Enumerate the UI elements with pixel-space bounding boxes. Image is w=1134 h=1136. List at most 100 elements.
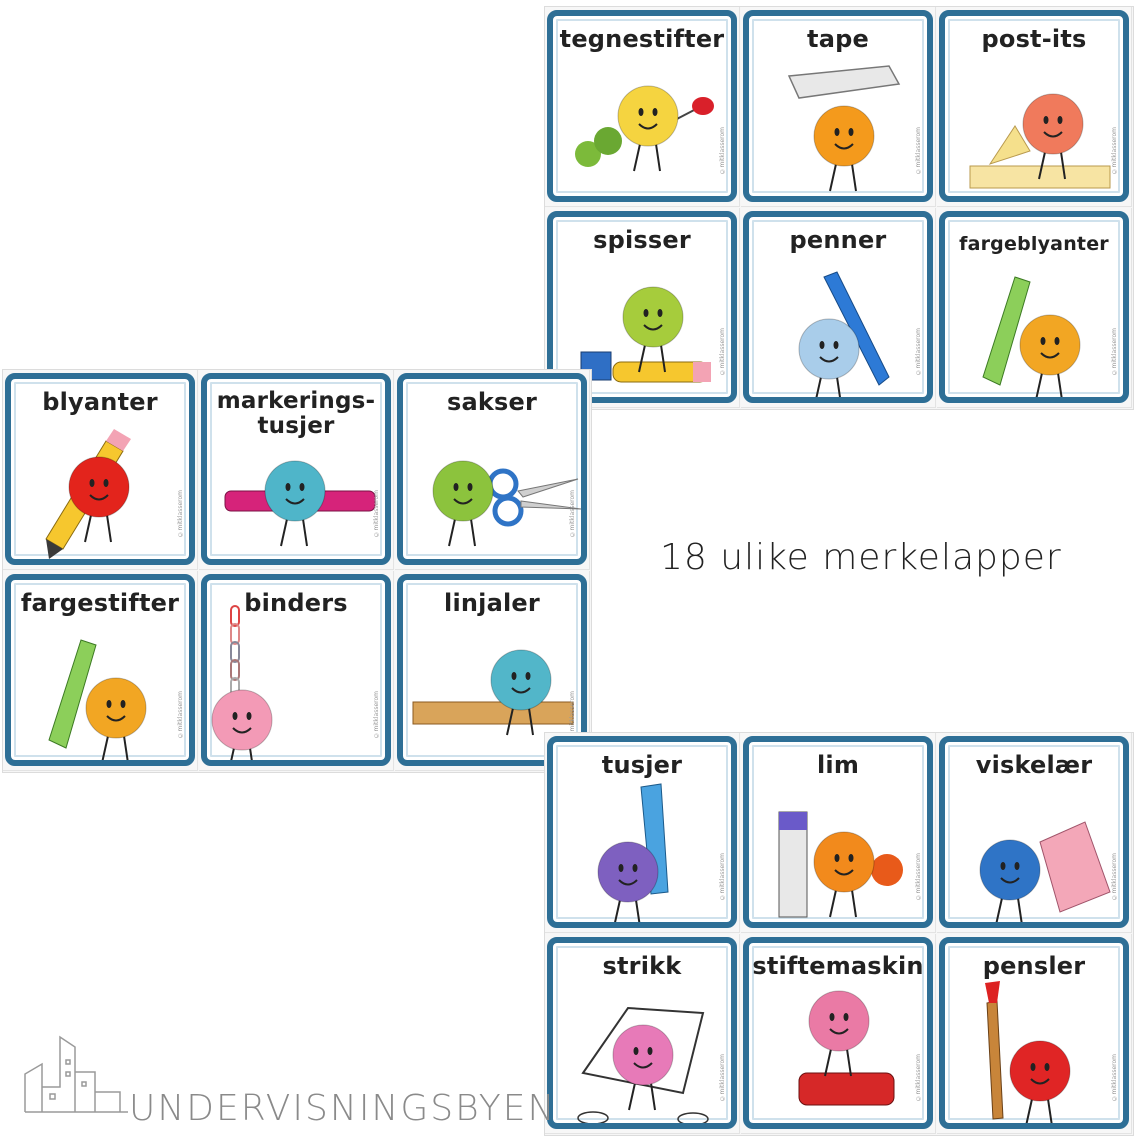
label-card-cell: strikk ©mitklasserom bbox=[545, 934, 740, 1134]
crayon-icon bbox=[48, 639, 97, 749]
copyright-text: ©mitklasserom bbox=[719, 327, 726, 375]
label-card: tegnestifter©mitklasserom bbox=[547, 10, 737, 202]
card-illustration bbox=[575, 85, 714, 172]
label-card-cell: linjaler ©mitklasserom bbox=[395, 571, 590, 771]
card-title: lim bbox=[816, 751, 860, 779]
label-card: binders©mitklasserom bbox=[201, 574, 391, 766]
label-card: pensler©mitklasserom bbox=[939, 937, 1129, 1129]
card-illustration bbox=[211, 605, 273, 760]
clips-icon bbox=[230, 605, 240, 699]
character-icon bbox=[85, 677, 147, 760]
card-illustration bbox=[798, 990, 895, 1106]
card-title: strikk bbox=[602, 952, 682, 980]
character-icon bbox=[68, 456, 130, 543]
label-card-cell: pensler©mitklasserom bbox=[937, 934, 1132, 1134]
label-card-cell: tape ©mitklasserom bbox=[741, 7, 936, 207]
sharpener-icon bbox=[580, 351, 711, 383]
card-title: viskelær bbox=[975, 751, 1093, 779]
card-title: fargestifter bbox=[20, 589, 180, 617]
card-illustration bbox=[580, 286, 711, 383]
card-title: penner bbox=[789, 226, 887, 254]
label-card: stiftemaskin ©mitklasserom bbox=[743, 937, 933, 1129]
ruler-icon bbox=[412, 701, 574, 725]
rubberband-icon bbox=[577, 1006, 709, 1123]
card-illustration bbox=[982, 276, 1081, 397]
character-icon bbox=[264, 460, 326, 547]
label-card-cell: blyanter©mitklasserom bbox=[3, 370, 198, 570]
character-icon bbox=[617, 85, 679, 172]
label-card: linjaler ©mitklasserom bbox=[397, 574, 587, 766]
character-icon bbox=[612, 1024, 674, 1111]
caption-text: 18 ulike merkelapper bbox=[660, 537, 1062, 578]
label-card: fargeblyanter ©mitklasserom bbox=[939, 211, 1129, 403]
label-card-cell: binders©mitklasserom bbox=[199, 571, 394, 771]
label-card: markerings- tusjer©mitklasserom bbox=[201, 373, 391, 565]
label-card: sakser ©mitklasserom bbox=[397, 373, 587, 565]
label-card: tape ©mitklasserom bbox=[743, 10, 933, 202]
label-card-cell: sakser ©mitklasserom bbox=[395, 370, 590, 570]
card-title: post-its bbox=[981, 25, 1087, 53]
copyright-text: ©mitklasserom bbox=[1111, 327, 1118, 375]
label-card: viskelær ©mitklasserom bbox=[939, 736, 1129, 928]
character-icon bbox=[798, 318, 860, 397]
copyright-text: ©mitklasserom bbox=[569, 489, 576, 537]
label-card: tusjer ©mitklasserom bbox=[547, 736, 737, 928]
scissors-icon bbox=[487, 468, 581, 527]
label-card: fargestifter©mitklasserom bbox=[5, 574, 195, 766]
character-icon bbox=[1019, 314, 1081, 397]
label-card-cell: fargeblyanter ©mitklasserom bbox=[937, 208, 1132, 408]
card-illustration bbox=[597, 783, 669, 922]
brand-name: UNDERVISNINGSBYEN bbox=[129, 1088, 557, 1129]
character-icon bbox=[813, 105, 875, 192]
card-illustration bbox=[778, 811, 903, 918]
card-illustration bbox=[432, 460, 581, 547]
character-icon bbox=[432, 460, 494, 547]
card-illustration bbox=[979, 821, 1111, 922]
card-title: fargeblyanter bbox=[959, 233, 1109, 255]
card-title: pensler bbox=[982, 952, 1086, 980]
card-illustration bbox=[412, 649, 574, 736]
copyright-text: ©mitklasserom bbox=[915, 1053, 922, 1101]
card-illustration bbox=[787, 65, 901, 192]
label-card-cell: penner ©mitklasserom bbox=[741, 208, 936, 408]
copyright-text: ©mitklasserom bbox=[719, 1053, 726, 1101]
label-card-cell: tusjer ©mitklasserom bbox=[545, 733, 740, 933]
character-icon bbox=[211, 689, 273, 760]
copyright-text: ©mitklasserom bbox=[915, 327, 922, 375]
copyright-text: ©mitklasserom bbox=[373, 690, 380, 738]
label-card-cell: tegnestifter©mitklasserom bbox=[545, 7, 740, 207]
glue-icon bbox=[778, 811, 903, 918]
label-card: lim©mitklasserom bbox=[743, 736, 933, 928]
card-illustration bbox=[48, 639, 147, 760]
label-card: strikk ©mitklasserom bbox=[547, 937, 737, 1129]
copyright-text: ©mitklasserom bbox=[1111, 852, 1118, 900]
card-illustration bbox=[985, 981, 1071, 1123]
copyright-text: ©mitklasserom bbox=[1111, 126, 1118, 174]
copyright-text: ©mitklasserom bbox=[569, 690, 576, 738]
label-card: penner ©mitklasserom bbox=[743, 211, 933, 403]
card-illustration bbox=[577, 1006, 709, 1123]
card-title: linjaler bbox=[444, 589, 540, 617]
copyright-text: ©mitklasserom bbox=[373, 489, 380, 537]
pen-icon bbox=[823, 271, 890, 386]
copyright-text: ©mitklasserom bbox=[177, 489, 184, 537]
brush-icon bbox=[985, 981, 1004, 1120]
card-title: tape bbox=[807, 25, 869, 53]
copyright-text: ©mitklasserom bbox=[719, 852, 726, 900]
card-illustration bbox=[224, 460, 376, 547]
character-icon bbox=[1009, 1040, 1071, 1123]
card-title: stiftemaskin bbox=[752, 952, 924, 980]
character-icon bbox=[490, 649, 552, 736]
stapler-icon bbox=[798, 1072, 895, 1106]
card-title: tegnestifter bbox=[559, 25, 725, 53]
label-card: blyanter©mitklasserom bbox=[5, 373, 195, 565]
character-icon bbox=[808, 990, 870, 1077]
card-illustration bbox=[45, 429, 131, 559]
card-title: sakser bbox=[446, 388, 538, 416]
character-icon bbox=[979, 839, 1041, 922]
card-title: tusjer bbox=[601, 751, 683, 779]
label-card-cell: viskelær ©mitklasserom bbox=[937, 733, 1132, 933]
copyright-text: ©mitklasserom bbox=[915, 126, 922, 174]
character-icon bbox=[1022, 93, 1084, 180]
